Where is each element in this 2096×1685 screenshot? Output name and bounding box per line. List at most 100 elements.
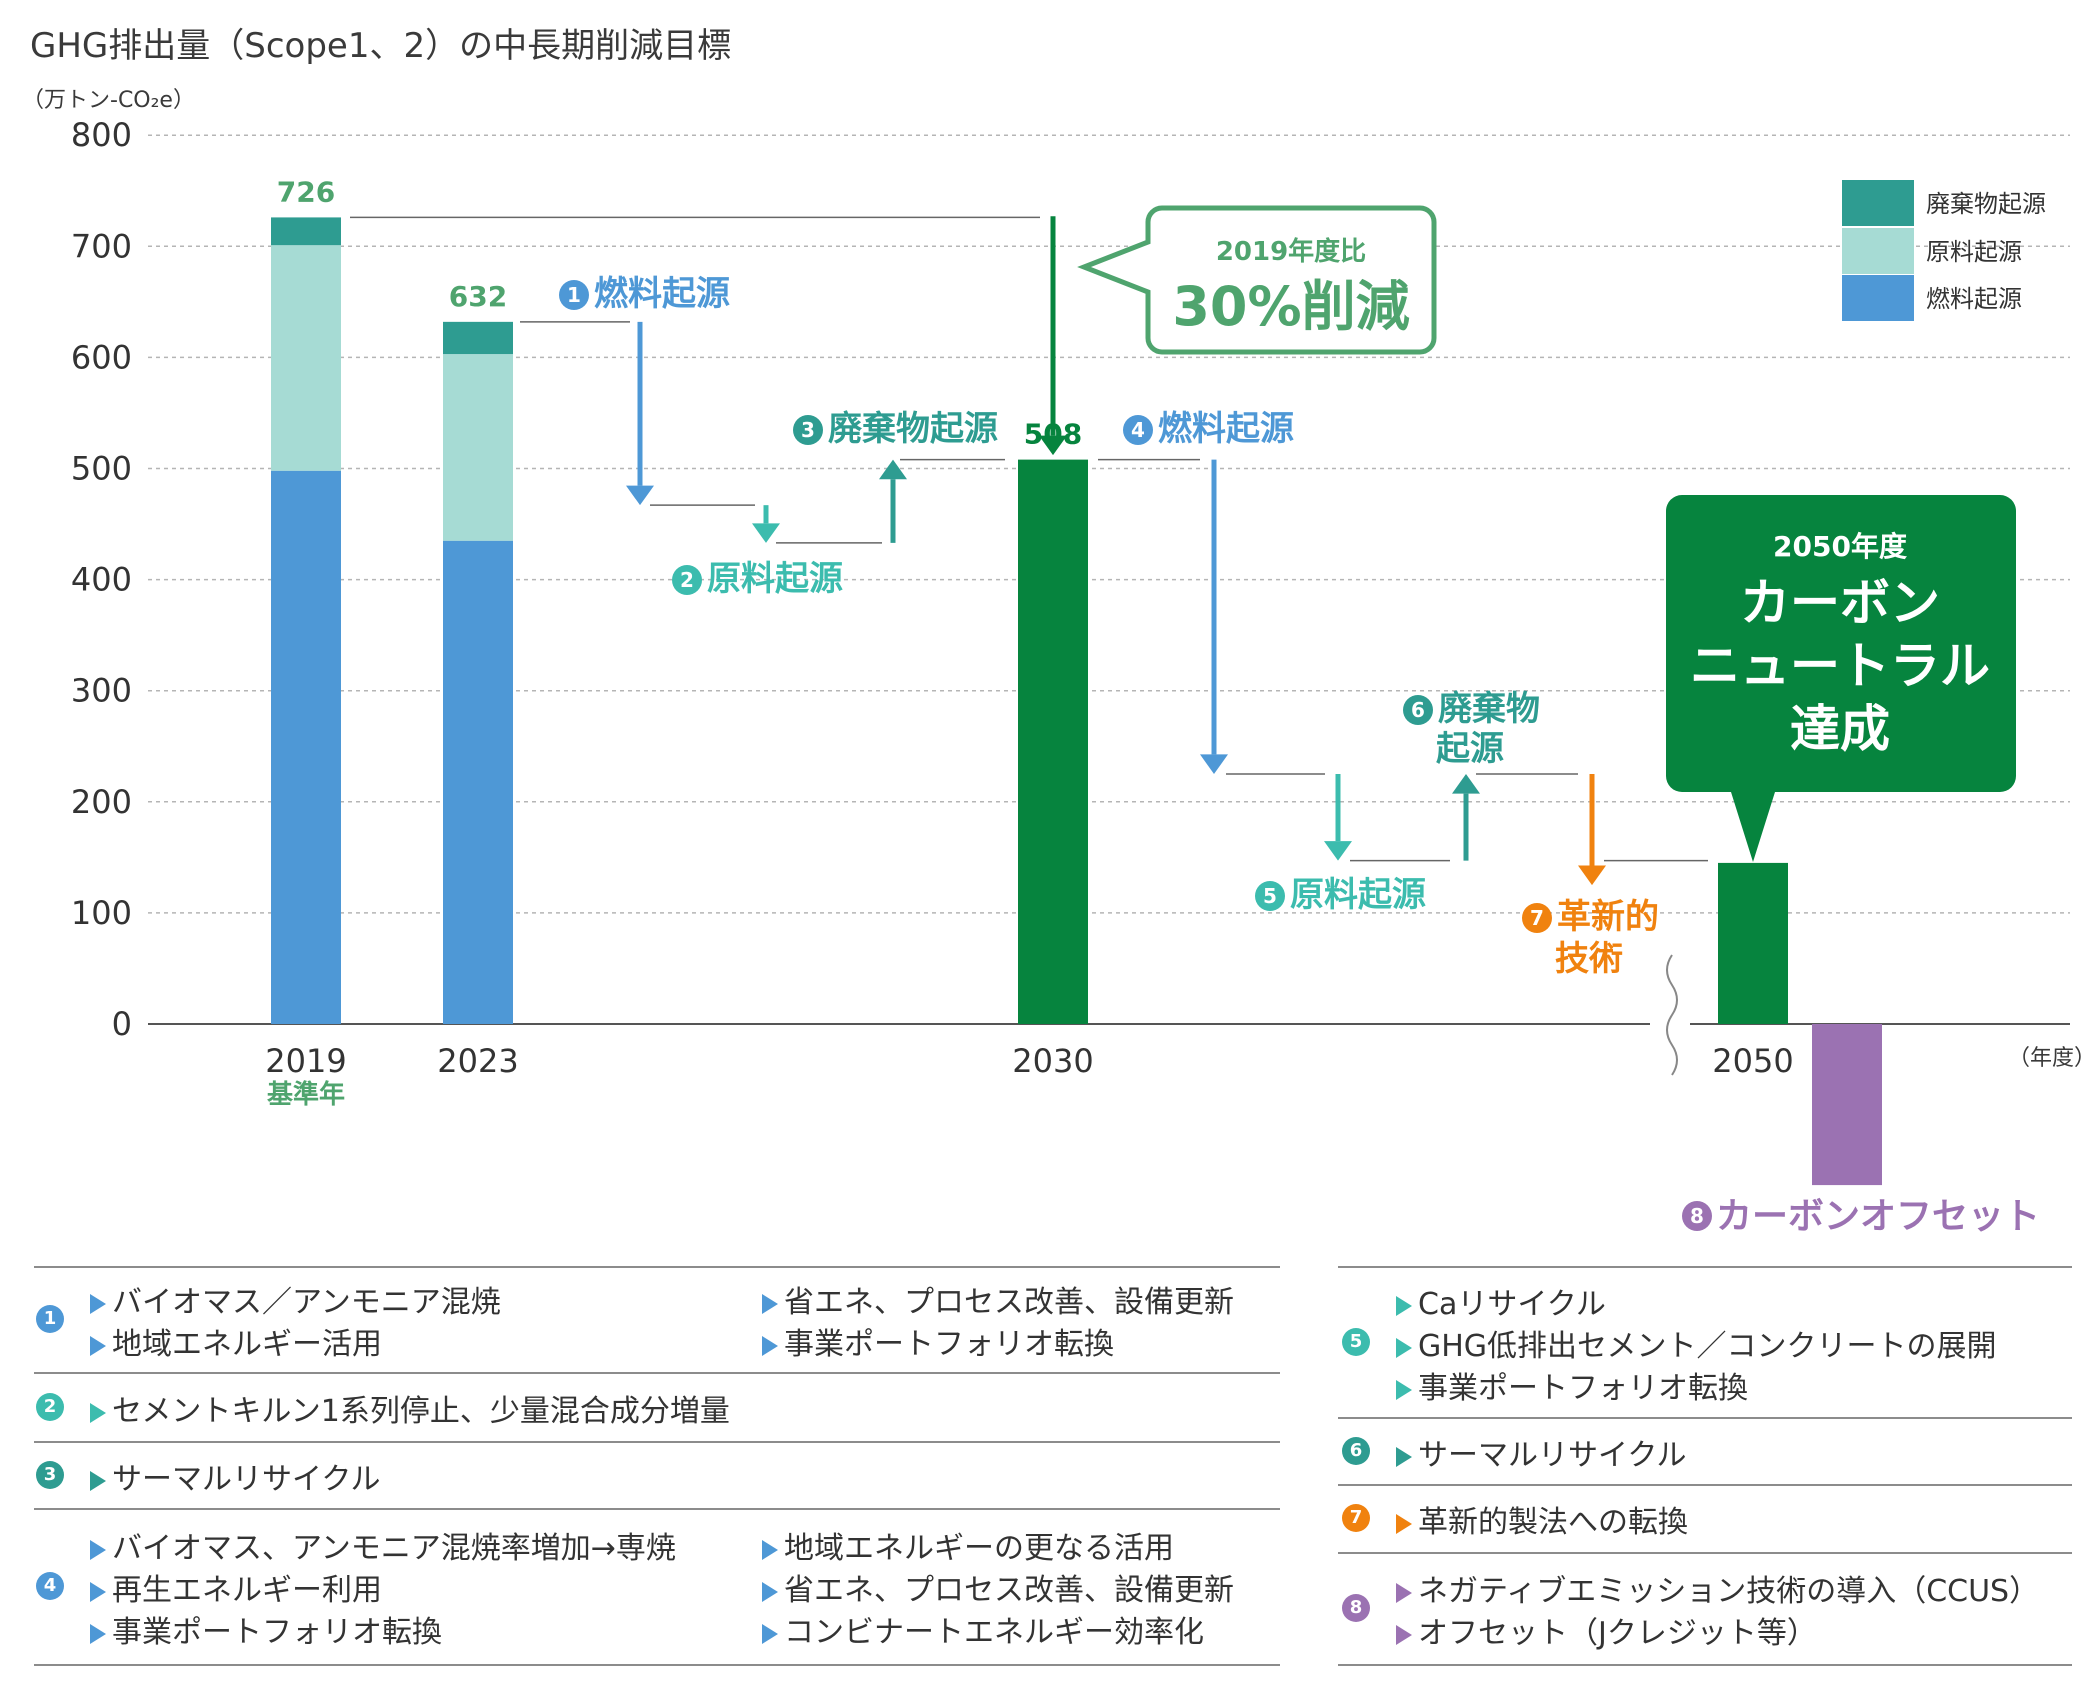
step-number-badge (1403, 695, 1433, 725)
measure-item: バイオマス、アンモニア混焼率増加→専焼 (90, 1523, 676, 1567)
triangle-bullet-icon (90, 1540, 106, 1560)
measure-text: 再生エネルギー利用 (112, 1573, 382, 1608)
table-divider (1338, 1664, 2072, 1666)
triangle-bullet-icon (1396, 1446, 1412, 1467)
data-label: 632 (449, 280, 507, 313)
measure-text: 事業ポートフォリオ転換 (112, 1615, 442, 1650)
step6-arrow-head (1452, 774, 1480, 794)
step-number: 1 (567, 283, 581, 307)
measure-text: 省エネ、プロセス改善、設備更新 (784, 1285, 1234, 1320)
callout-2050-line3: ニュートラル (1690, 637, 1990, 695)
x-tick-label: 2030 (1012, 1042, 1093, 1080)
measure-number-badge: 2 (36, 1392, 64, 1421)
table-divider (34, 1664, 1280, 1666)
step1-arrow-head (626, 485, 654, 506)
measure-text: 地域エネルギー活用 (112, 1327, 382, 1362)
measure-text: 事業ポートフォリオ転換 (784, 1327, 1114, 1362)
step-number: 8 (1690, 1204, 1704, 1228)
triangle-bullet-icon (90, 1336, 106, 1356)
step-label: 原料起源 (1290, 875, 1426, 915)
x-tick-label: 2050 (1712, 1042, 1793, 1080)
measure-item: 地域エネルギーの更なる活用 (762, 1523, 1174, 1567)
measure-item: バイオマス／アンモニア混焼 (90, 1277, 501, 1321)
step-number: 7 (1530, 906, 1544, 930)
legend-label: 原料起源 (1926, 238, 2022, 266)
triangle-bullet-icon (90, 1470, 106, 1491)
measure-text: セメントキルン1系列停止、少量混合成分増量 (112, 1393, 730, 1429)
step4-arrow-head (1200, 754, 1228, 775)
callout-2030-box (1077, 205, 1437, 355)
triangle-bullet-icon (1396, 1583, 1412, 1603)
measure-number-badge: 7 (1342, 1504, 1370, 1532)
step-number-badge (1682, 1201, 1712, 1231)
y-tick-label: 500 (71, 450, 132, 488)
measure-number-badge: 6 (1342, 1436, 1370, 1465)
step-number-badge (559, 280, 589, 310)
triangle-bullet-icon (1396, 1337, 1412, 1358)
triangle-bullet-icon (1396, 1514, 1412, 1534)
step-label: 原料起源 (707, 559, 843, 599)
y-tick-label: 300 (71, 672, 132, 710)
step7-arrow-head (1578, 865, 1606, 886)
legend-label: 燃料起源 (1926, 285, 2022, 313)
step-label: 技術 (1555, 939, 1623, 979)
step-label: 燃料起源 (1158, 409, 1294, 449)
measure-item: 革新的製法への転換 (1396, 1497, 1688, 1541)
triangle-bullet-icon (1396, 1625, 1412, 1645)
callout-2050-line4: 達成 (1790, 700, 1890, 758)
step-number: 2 (680, 568, 694, 592)
y-axis-unit-label: （万トン-CO₂e） (22, 88, 195, 113)
table-divider (1338, 1552, 2072, 1554)
table-divider (34, 1441, 1280, 1443)
step-number-badge (1255, 881, 1285, 911)
step-number: 4 (1131, 418, 1145, 442)
bar-segment (443, 321, 513, 355)
triangle-bullet-icon (90, 1624, 106, 1644)
measure-item: 事業ポートフォリオ転換 (90, 1607, 442, 1651)
measure-item: 地域エネルギー活用 (90, 1319, 382, 1363)
measure-item: セメントキルン1系列停止、少量混合成分増量 (90, 1386, 730, 1430)
table-divider (1338, 1484, 2072, 1486)
axis-break-mark (1666, 954, 1678, 1076)
step-number: 3 (801, 418, 815, 442)
measure-item: サーマルリサイクル (1396, 1430, 1687, 1474)
measure-item: オフセット（Jクレジット等） (1396, 1608, 1817, 1652)
measure-number-badge: 1 (36, 1305, 64, 1333)
data-label: 726 (277, 175, 335, 208)
step-label: 燃料起源 (594, 274, 730, 314)
legend-label: 廃棄物起源 (1926, 190, 2046, 218)
measure-text: サーマルリサイクル (1418, 1437, 1687, 1473)
measure-text: 地域エネルギーの更なる活用 (784, 1531, 1174, 1566)
bar-segment (271, 470, 341, 1024)
step5-arrow-head (1324, 841, 1352, 861)
triangle-bullet-icon (90, 1402, 106, 1423)
measure-text: 省エネ、プロセス改善、設備更新 (784, 1573, 1234, 1608)
measure-number-badge: 3 (36, 1460, 64, 1489)
bar-segment (443, 354, 513, 541)
step-label: 廃棄物 (1438, 689, 1540, 729)
measure-item: コンビナートエネルギー効率化 (762, 1607, 1204, 1651)
step-number-badge (672, 565, 702, 595)
step2-arrow-head (752, 523, 780, 543)
triangle-bullet-icon (762, 1540, 778, 1560)
measure-item: サーマルリサイクル (90, 1454, 381, 1498)
table-divider (34, 1508, 1280, 1510)
measure-number-badge: 8 (1342, 1594, 1370, 1622)
measure-text: 革新的製法への転換 (1418, 1505, 1688, 1540)
step-number-badge (1522, 903, 1552, 933)
y-tick-label: 800 (71, 116, 132, 154)
y-tick-label: 700 (71, 227, 132, 265)
y-tick-label: 0 (112, 1005, 132, 1043)
step-label: 廃棄物起源 (828, 409, 998, 449)
offset-label: カーボンオフセット (1716, 1196, 2040, 1237)
measure-text: Caリサイクル (1418, 1286, 1606, 1322)
measure-item: Caリサイクル (1396, 1279, 1606, 1323)
x-axis-unit-label: （年度） (2008, 1046, 2096, 1071)
ghg-chart: 01002003004005006007008002019基準年72620236… (71, 116, 2070, 1237)
bar-segment (1812, 1024, 1882, 1186)
triangle-bullet-icon (762, 1336, 778, 1356)
triangle-bullet-icon (90, 1294, 106, 1314)
measure-item: ネガティブエミッション技術の導入（CCUS） (1396, 1566, 2039, 1610)
step-number-badge (1123, 415, 1153, 445)
measure-item: 再生エネルギー利用 (90, 1565, 382, 1609)
